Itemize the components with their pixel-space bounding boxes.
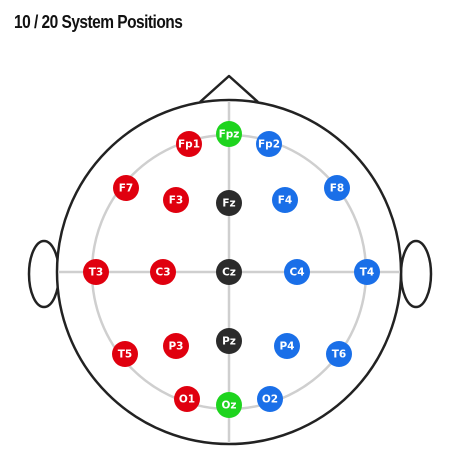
electrode-dot-p4 <box>274 333 300 359</box>
electrode-dot-f4 <box>272 187 298 213</box>
electrode-dot-t3 <box>83 259 109 285</box>
electrode-dot-fp1 <box>176 131 202 157</box>
electrode-dot-o2 <box>257 386 283 412</box>
electrode-dot-p3 <box>163 333 189 359</box>
electrode-dot-c4 <box>284 259 310 285</box>
electrode-dot-pz <box>216 328 242 354</box>
right-ear <box>399 239 433 309</box>
electrode-cz: Cz <box>216 259 242 285</box>
electrode-c3: C3 <box>150 259 176 285</box>
electrode-dot-t6 <box>326 341 352 367</box>
electrode-dot-cz <box>216 259 242 285</box>
electrode-dot-f7 <box>113 175 139 201</box>
electrode-label-t5: T5 <box>118 349 132 361</box>
electrode-dot-c3 <box>150 259 176 285</box>
electrode-f8: F8 <box>324 175 350 201</box>
electrode-label-fp1: Fp1 <box>178 139 200 151</box>
electrode-f4: F4 <box>272 187 298 213</box>
electrode-label-c3: C3 <box>155 267 170 279</box>
electrode-o1: O1 <box>174 386 200 412</box>
electrode-dot-t5 <box>112 341 138 367</box>
electrode-t3: T3 <box>83 259 109 285</box>
electrode-pz: Pz <box>216 328 242 354</box>
electrode-label-f3: F3 <box>169 195 183 207</box>
electrode-label-t4: T4 <box>360 267 374 279</box>
electrode-t6: T6 <box>326 341 352 367</box>
electrode-label-cz: Cz <box>222 267 236 279</box>
electrode-f7: F7 <box>113 175 139 201</box>
electrode-dot-fp2 <box>256 131 282 157</box>
electrode-label-p4: P4 <box>279 341 294 353</box>
electrode-fpz: Fpz <box>216 121 242 147</box>
electrode-p3: P3 <box>163 333 189 359</box>
electrode-oz: Oz <box>216 392 242 418</box>
electrode-o2: O2 <box>257 386 283 412</box>
electrode-label-t3: T3 <box>89 267 103 279</box>
electrode-label-o1: O1 <box>179 394 195 406</box>
electrode-label-fp2: Fp2 <box>258 139 280 151</box>
electrode-label-f4: F4 <box>278 195 292 207</box>
electrode-c4: C4 <box>284 259 310 285</box>
left-ear <box>27 239 61 309</box>
electrode-fz: Fz <box>216 190 242 216</box>
electrode-label-pz: Pz <box>222 336 236 348</box>
electrode-dot-f3 <box>163 187 189 213</box>
electrode-label-p3: P3 <box>168 341 183 353</box>
electrode-t5: T5 <box>112 341 138 367</box>
electrode-label-o2: O2 <box>262 394 278 406</box>
electrode-dot-fpz <box>216 121 242 147</box>
electrode-dot-o1 <box>174 386 200 412</box>
electrode-label-oz: Oz <box>221 400 236 412</box>
electrode-label-f7: F7 <box>119 183 133 195</box>
electrode-label-c4: C4 <box>289 267 304 279</box>
electrode-dot-oz <box>216 392 242 418</box>
electrode-p4: P4 <box>274 333 300 359</box>
electrode-dot-t4 <box>354 259 380 285</box>
electrode-fp1: Fp1 <box>176 131 202 157</box>
electrode-dot-fz <box>216 190 242 216</box>
nose <box>199 74 259 103</box>
electrode-t4: T4 <box>354 259 380 285</box>
electrode-label-f8: F8 <box>330 183 344 195</box>
electrode-label-fz: Fz <box>222 198 235 210</box>
electrode-fp2: Fp2 <box>256 131 282 157</box>
electrode-f3: F3 <box>163 187 189 213</box>
electrode-label-t6: T6 <box>332 349 346 361</box>
electrode-label-fpz: Fpz <box>219 129 240 141</box>
diagram-title: 10 / 20 System Positions <box>14 12 183 32</box>
electrode-dot-f8 <box>324 175 350 201</box>
